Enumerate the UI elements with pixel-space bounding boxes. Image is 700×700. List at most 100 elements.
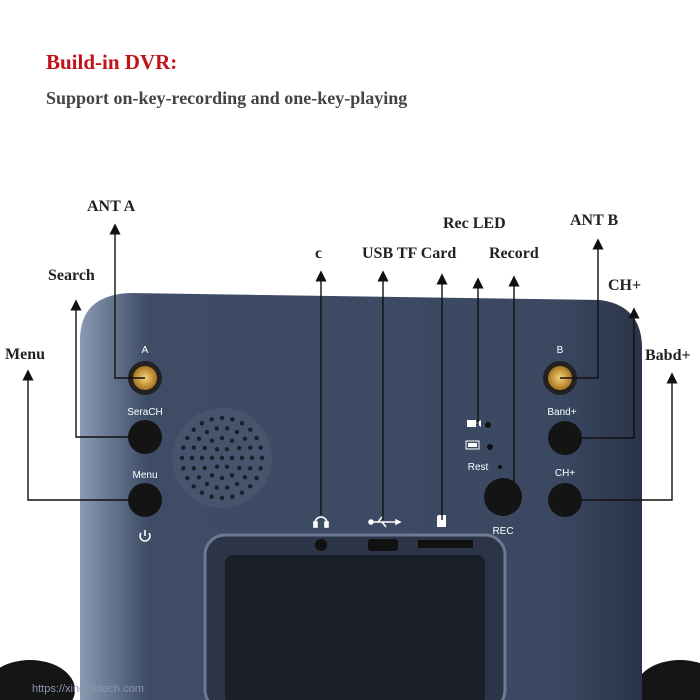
- speaker-hole: [199, 455, 205, 461]
- page-title: Build-in DVR:: [46, 50, 178, 74]
- label-a: A: [142, 345, 149, 356]
- speaker-hole: [196, 436, 202, 441]
- ch-leader: [565, 307, 640, 439]
- label-rec: REC: [492, 526, 513, 537]
- speaker-hole: [249, 455, 255, 461]
- label-b: B: [557, 345, 564, 356]
- label-band: Band+: [547, 407, 576, 418]
- speaker-hole: [191, 445, 197, 450]
- sd-card-icon: [437, 515, 446, 527]
- speaker-hole: [229, 438, 235, 443]
- tf-card-slot: [418, 540, 473, 548]
- right-pad: [635, 660, 700, 700]
- menu-leader: [22, 369, 140, 501]
- speaker-hole: [196, 475, 202, 480]
- speaker-hole: [225, 426, 230, 431]
- speaker-hole: [242, 475, 248, 480]
- speaker-hole: [239, 490, 245, 495]
- callout-menu: Menu: [5, 346, 45, 363]
- speaker-hole: [214, 426, 219, 431]
- left-pad: [0, 660, 75, 700]
- speaker-hole: [234, 481, 240, 487]
- callout-ant-a: ANT A: [87, 198, 136, 215]
- watermark: https://xingkaitech.com: [32, 683, 144, 695]
- usb-icon: [368, 516, 402, 528]
- speaker-hole: [209, 494, 214, 499]
- speaker-hole: [239, 455, 245, 461]
- speaker-hole: [202, 445, 207, 451]
- rec-led: [485, 422, 491, 428]
- speaker-hole: [234, 429, 240, 435]
- rec-button[interactable]: [484, 478, 522, 516]
- speaker-hole: [242, 436, 248, 441]
- speaker-hole: [214, 485, 219, 490]
- speaker-hole: [219, 475, 225, 481]
- callout-record: Record: [489, 245, 539, 262]
- speaker-hole: [209, 438, 215, 443]
- callout-band-plus: Babd+: [645, 347, 691, 364]
- speaker-hole: [219, 415, 225, 421]
- speaker-hole: [230, 494, 235, 499]
- speaker-hole: [204, 481, 210, 487]
- speaker-hole: [199, 490, 205, 495]
- page-subtitle: Support on-key-recording and one-key-pla…: [46, 88, 408, 108]
- callout-ch-plus: CH+: [608, 277, 642, 294]
- speaker-hole: [204, 429, 210, 435]
- speaker-hole: [191, 466, 197, 471]
- speaker-hole: [258, 466, 263, 471]
- label-ch: CH+: [555, 468, 575, 479]
- label-rest: Rest: [468, 462, 489, 473]
- callout-search: Search: [48, 267, 95, 284]
- speaker-hole: [224, 464, 230, 469]
- screen: [225, 555, 485, 700]
- speaker-hole: [247, 466, 253, 471]
- status-led: [487, 444, 493, 450]
- headphone-icon: [313, 516, 329, 528]
- speaker-hole: [254, 435, 259, 441]
- speaker-hole: [225, 485, 230, 490]
- speaker-hole: [179, 455, 185, 461]
- search-button[interactable]: [128, 420, 162, 454]
- band-leader: [565, 372, 678, 501]
- speaker-grille: [172, 408, 272, 508]
- label-menu: Menu: [132, 470, 157, 481]
- speaker-hole: [230, 417, 235, 422]
- speaker-hole: [224, 447, 230, 452]
- speaker-hole: [214, 464, 220, 469]
- speaker-hole: [185, 475, 190, 481]
- speaker-hole: [229, 455, 235, 461]
- speaker-hole: [219, 495, 225, 501]
- speaker-hole: [209, 417, 214, 422]
- speaker-hole: [237, 465, 242, 471]
- speaker-hole: [248, 427, 253, 432]
- callout-usb-tf-card: USB TF Card: [362, 245, 457, 262]
- ant-b-leader: [560, 238, 604, 379]
- speaker-hole: [254, 475, 259, 481]
- rest-hole[interactable]: [498, 465, 502, 469]
- callout-ant-b: ANT B: [570, 212, 619, 229]
- audio-jack: [315, 539, 327, 551]
- speaker-hole: [199, 421, 205, 426]
- search-leader: [70, 299, 140, 438]
- speaker-hole: [181, 445, 186, 450]
- speaker-hole: [248, 484, 253, 489]
- speaker-hole: [191, 484, 196, 489]
- speaker-hole: [209, 455, 215, 461]
- speaker-hole: [202, 465, 207, 471]
- speaker-hole: [181, 466, 186, 471]
- callout-rec-led: Rec LED: [443, 215, 506, 232]
- speaker-hole: [191, 427, 196, 432]
- speaker-hole: [259, 455, 265, 461]
- menu-button[interactable]: [128, 483, 162, 517]
- speaker-hole: [229, 473, 235, 478]
- speaker-hole: [219, 435, 225, 441]
- speaker-hole: [258, 445, 263, 450]
- speaker-hole: [214, 447, 220, 452]
- label-search: SeraCH: [127, 407, 163, 418]
- speaker-hole: [189, 455, 195, 461]
- speaker-hole: [237, 445, 242, 451]
- speaker-hole: [185, 435, 190, 441]
- speaker-hole: [209, 473, 215, 478]
- ant-a-leader: [109, 223, 145, 379]
